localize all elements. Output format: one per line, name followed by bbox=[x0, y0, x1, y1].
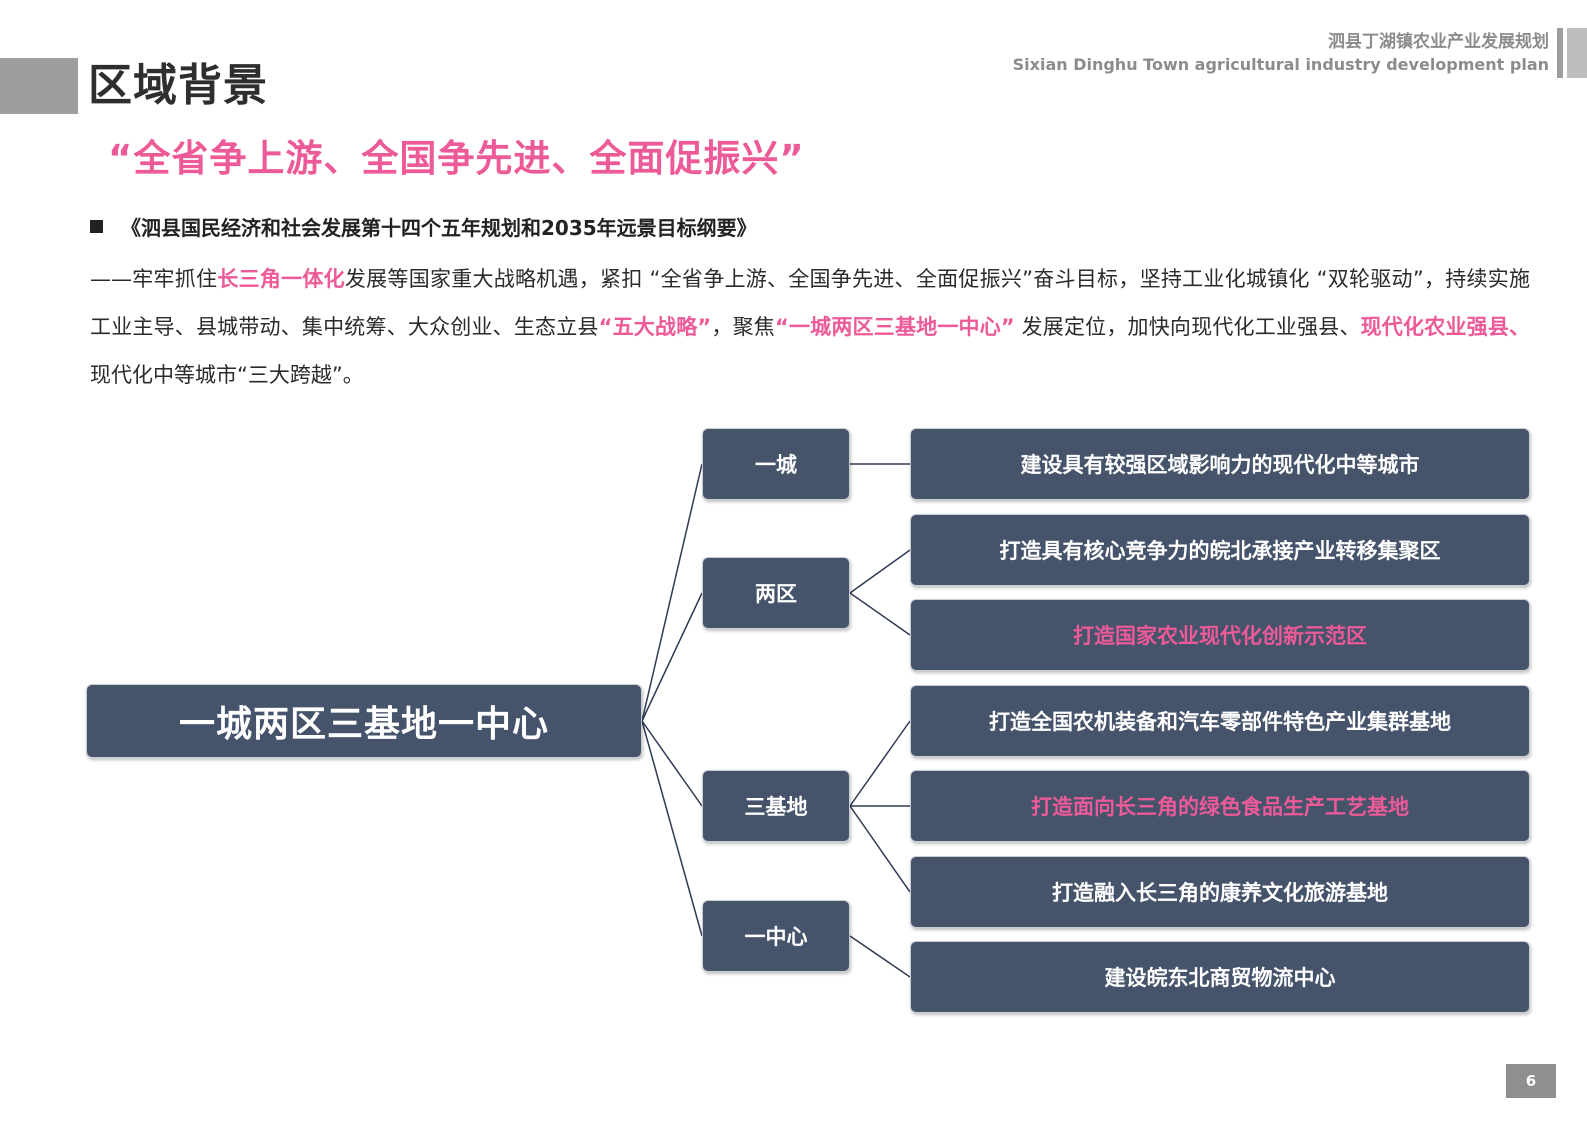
header-title-en: Sixian Dinghu Town agricultural industry… bbox=[1012, 55, 1549, 74]
branch-node-liangqu: 两区 bbox=[702, 557, 850, 629]
connector-root-sanjidi bbox=[641, 720, 703, 807]
slogan: “全省争上游、全国争先进、全面促振兴” bbox=[108, 137, 805, 180]
body-text-3: ，聚焦 bbox=[711, 315, 775, 339]
connector-liangqu-item2 bbox=[849, 592, 911, 636]
body-text-1: ——牢牢抓住 bbox=[90, 267, 218, 291]
connector-yizhongxin-item bbox=[849, 935, 911, 978]
section-title: 区域背景 bbox=[88, 60, 268, 111]
header-title-cn: 泗县丁湖镇农业产业发展规划 bbox=[1328, 32, 1549, 52]
connector-sanjidi-item3 bbox=[849, 805, 911, 893]
header-side-block bbox=[1567, 28, 1587, 78]
page-number: 6 bbox=[1506, 1064, 1556, 1098]
body-text-4: 发展定位，加快向现代化工业强县、 bbox=[1014, 315, 1361, 339]
branch-node-yizhongxin: 一中心 bbox=[702, 900, 850, 972]
leaf-node-green-food-base: 打造面向长三角的绿色食品生产工艺基地 bbox=[910, 770, 1530, 842]
connector-sanjidi-item1 bbox=[849, 720, 911, 807]
highlight-five-strategies: “五大战略” bbox=[598, 315, 712, 339]
leaf-node-agri-demo-zone: 打造国家农业现代化创新示范区 bbox=[910, 599, 1530, 671]
branch-node-yicheng: 一城 bbox=[702, 428, 850, 500]
leaf-node-logistics-center: 建设皖东北商贸物流中心 bbox=[910, 941, 1530, 1013]
leaf-node-machinery-base: 打造全国农机装备和汽车零部件特色产业集群基地 bbox=[910, 685, 1530, 757]
header-divider bbox=[1557, 28, 1563, 78]
leaf-node-tourism-base: 打造融入长三角的康养文化旅游基地 bbox=[910, 856, 1530, 928]
square-bullet-icon bbox=[90, 220, 103, 233]
branch-node-sanjidi: 三基地 bbox=[702, 770, 850, 842]
bullet-title: 《泗县国民经济和社会发展第十四个五年规划和2035年远景目标纲要》 bbox=[121, 216, 757, 240]
connector-liangqu-item1 bbox=[849, 549, 911, 594]
highlight-yrd: 长三角一体化 bbox=[217, 267, 345, 291]
connector-root-liangqu bbox=[641, 592, 703, 722]
root-node: 一城两区三基地一中心 bbox=[86, 684, 642, 758]
document-header: 泗县丁湖镇农业产业发展规划 Sixian Dinghu Town agricul… bbox=[1013, 30, 1549, 76]
connector-root-yicheng bbox=[641, 463, 703, 722]
leaf-node-transfer-zone: 打造具有核心竞争力的皖北承接产业转移集聚区 bbox=[910, 514, 1530, 586]
leaf-node-city: 建设具有较强区域影响力的现代化中等城市 bbox=[910, 428, 1530, 500]
title-accent-block bbox=[0, 58, 78, 114]
bullet-heading: 《泗县国民经济和社会发展第十四个五年规划和2035年远景目标纲要》 bbox=[90, 212, 757, 241]
highlight-positioning: “一城两区三基地一中心” bbox=[774, 315, 1015, 339]
connector-root-yizhongxin bbox=[641, 720, 703, 937]
body-paragraph: ——牢牢抓住长三角一体化发展等国家重大战略机遇，紧扣 “全省争上游、全国争先进、… bbox=[90, 255, 1530, 399]
body-text-5: 现代化中等城市“三大跨越”。 bbox=[90, 363, 364, 387]
body-text-2: 发展等国家重大战略机遇，紧扣 “全省争上游、全国争先进、全面促振兴”奋斗目标，坚… bbox=[90, 267, 1531, 339]
highlight-agri-county: 现代化农业强县、 bbox=[1360, 315, 1531, 339]
